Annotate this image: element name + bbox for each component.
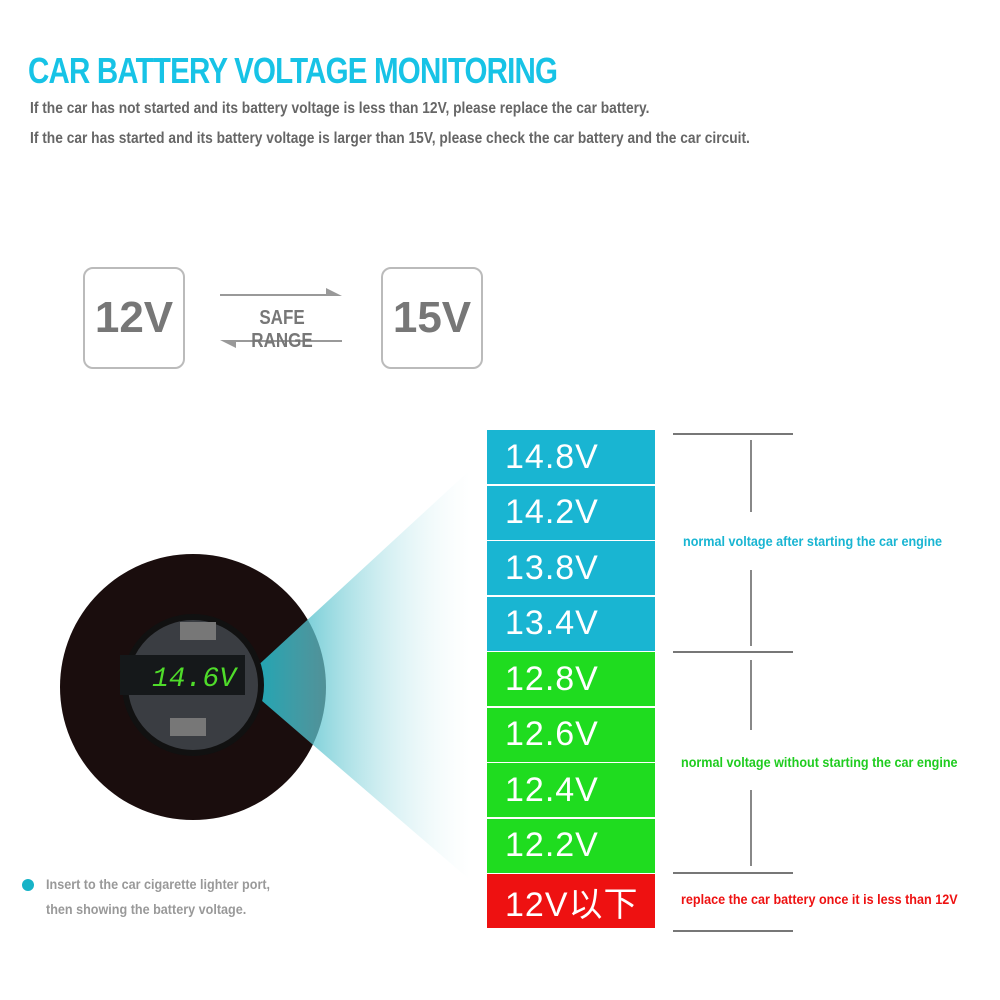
voltage-level-cell: 14.2V bbox=[487, 485, 655, 540]
voltage-level-cell: 12.2V bbox=[487, 818, 655, 873]
voltage-level-cell: 14.8V bbox=[487, 430, 655, 484]
bracket-line bbox=[750, 660, 752, 730]
voltage-level-cell: 12.6V bbox=[487, 707, 655, 762]
voltage-level-cell: 13.4V bbox=[487, 596, 655, 651]
divider bbox=[673, 872, 793, 874]
legend-engine-started: normal voltage after starting the car en… bbox=[683, 533, 943, 549]
voltage-level-cell: 12V以下 bbox=[487, 874, 655, 928]
voltage-level-cell: 12.4V bbox=[487, 763, 655, 817]
bracket-line bbox=[750, 570, 752, 646]
voltage-display: 14.6V bbox=[152, 664, 238, 695]
page-title: CAR BATTERY VOLTAGE MONITORING bbox=[28, 50, 558, 91]
divider bbox=[673, 433, 793, 435]
double-arrow-icon bbox=[220, 288, 342, 348]
bracket-line bbox=[750, 790, 752, 866]
legend-engine-off: normal voltage without starting the car … bbox=[681, 754, 958, 770]
note-replace: If the car has not started and its batte… bbox=[30, 100, 650, 117]
divider bbox=[673, 930, 793, 932]
low-voltage-box: 12V bbox=[83, 267, 185, 369]
safe-range-label: SAFE RANGE bbox=[251, 307, 313, 352]
note-check: If the car has started and its battery v… bbox=[30, 130, 750, 147]
caption-line-2: then showing the battery voltage. bbox=[46, 901, 247, 917]
high-voltage-box: 15V bbox=[381, 267, 483, 369]
device-photo: 14.6V bbox=[60, 470, 470, 880]
legend-replace: replace the car battery once it is less … bbox=[681, 891, 958, 907]
bullet-icon bbox=[22, 879, 34, 891]
caption-line-1: Insert to the car cigarette lighter port… bbox=[46, 876, 271, 892]
voltage-level-cell: 12.8V bbox=[487, 652, 655, 706]
bracket-line bbox=[750, 440, 752, 512]
divider bbox=[673, 651, 793, 653]
voltage-level-cell: 13.8V bbox=[487, 541, 655, 595]
